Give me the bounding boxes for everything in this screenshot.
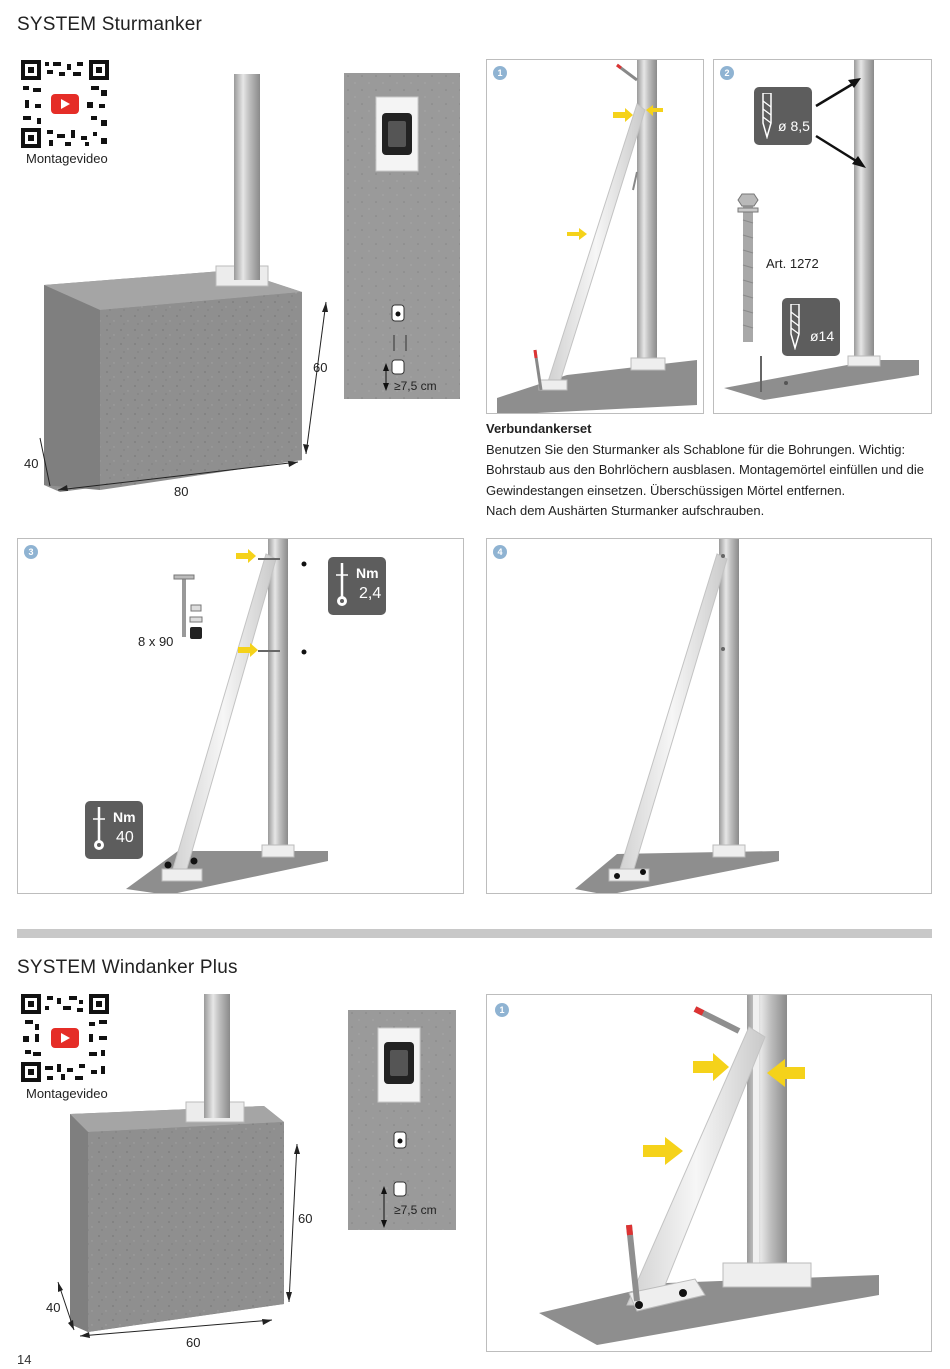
torque-tag-top: Nm 2,4 [328,557,386,615]
screw-size-label: 8 x 90 [138,634,174,649]
qr-code[interactable] [21,60,109,153]
dim-width: 60 [186,1335,201,1350]
section-title: SYSTEM Windanker Plus [17,957,238,978]
step-number: 1 [493,66,507,80]
dimension-lines [57,1143,300,1338]
detail-dim-label: ≥7,5 cm [394,1203,437,1217]
drill-14-tag: ø14 [782,298,840,356]
torque-value: 2,4 [359,585,382,602]
section-title: SYSTEM Sturmanker [17,14,203,35]
step-3-illustration [126,539,328,893]
step-number: 1 [495,1003,509,1017]
step-2-illustration [724,60,919,400]
torque-value: 40 [116,829,134,846]
step-1-illustration [497,60,697,413]
foundation-block-illustration [44,74,302,492]
step-3-panel: 3 8 x 90 Nm 2,4 Nm 40 [17,538,464,894]
dim-depth: 40 [46,1300,61,1315]
dim-depth: 40 [24,456,39,471]
qr-label: Montagevideo [26,1086,108,1101]
drill-bit-icon [762,93,772,139]
step-number: 4 [493,545,507,559]
step-1-panel: 1 [486,994,932,1352]
step-1-panel: 1 [486,59,704,414]
dim-height: 60 [298,1211,313,1226]
qr-code-image [21,60,109,148]
dimension-lines [39,301,328,491]
top-view-detail [348,1010,456,1230]
instructions-line: Nach dem Aushärten Sturmanker aufschraub… [486,503,765,518]
qr-code-image [21,994,109,1082]
step-1-illustration [539,995,879,1345]
instructions-text: Verbundankerset Benutzen Sie den Sturman… [486,419,932,522]
instructions-heading: Verbundankerset [486,421,592,436]
article-label: Art. 1272 [766,256,819,271]
instructions-line: Benutzen Sie den Sturmanker als Schablon… [486,441,906,457]
step-number: 2 [720,66,734,80]
torque-unit: Nm [113,809,136,825]
torque-tag-bottom: Nm 40 [85,801,143,859]
drill-bit-icon [790,304,800,350]
top-view-detail [344,73,460,399]
section-divider [17,929,932,938]
qr-label: Montagevideo [26,151,108,166]
instructions-line: Bohrstaub aus den Bohrlöchern ausblasen.… [486,462,924,477]
page-number: 14 [17,1352,32,1367]
detail-dim-label: ≥7,5 cm [394,379,437,393]
step-2-panel: 2 ø 8,5 Art. 1272 ø14 [713,59,932,414]
instructions-line: Gewindestangen einsetzen. Überschüssigen… [486,482,846,498]
wrench-icon [336,563,348,606]
drill-size-label: ø 8,5 [778,118,810,134]
qr-code[interactable] [21,994,109,1087]
step-4-illustration [575,539,779,893]
dim-height: 60 [313,360,328,375]
dim-width: 80 [174,484,189,499]
step-number: 3 [24,545,38,559]
foundation-block-illustration [70,994,284,1332]
wrench-icon [93,807,105,850]
drill-8-5-tag: ø 8,5 [754,87,812,145]
step-4-panel: 4 [486,538,932,894]
torque-unit: Nm [356,565,379,581]
drill-size-label: ø14 [810,328,835,344]
